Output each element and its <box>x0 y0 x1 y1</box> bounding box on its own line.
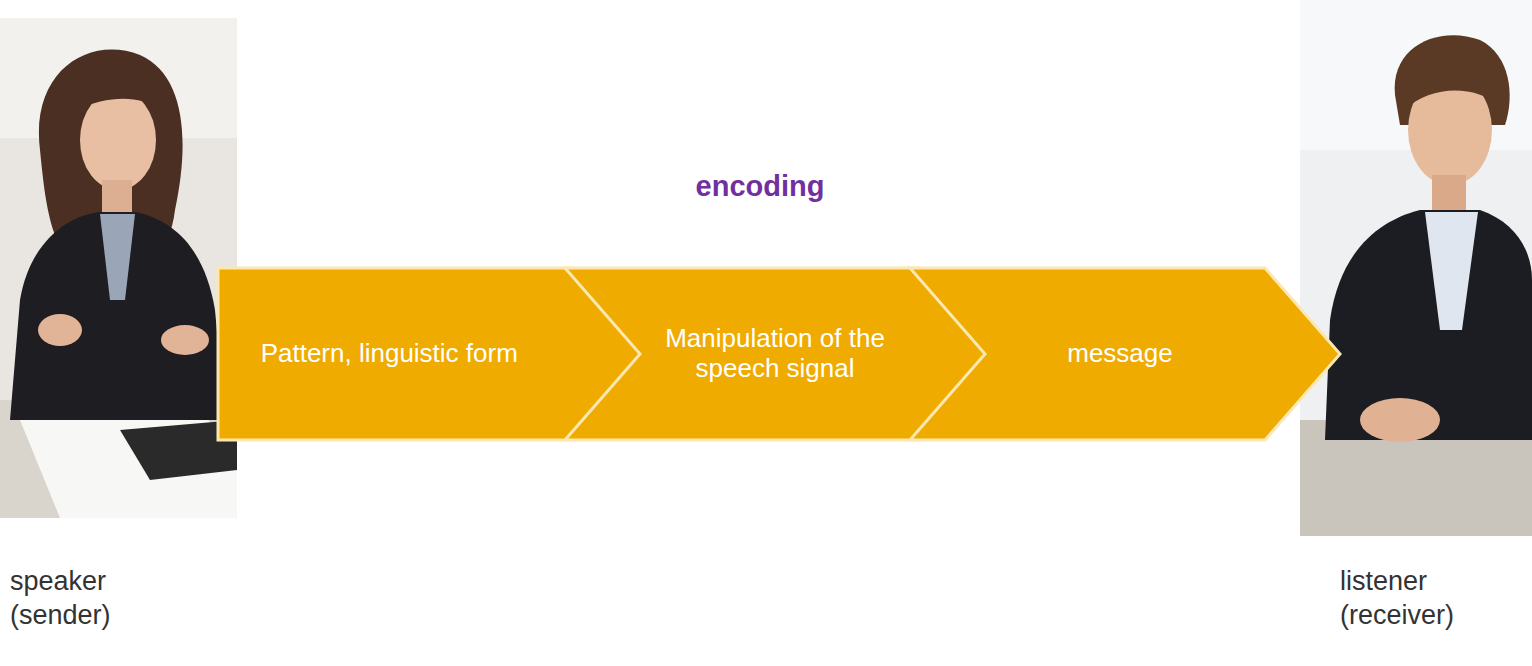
diagram-title: encoding <box>696 170 825 203</box>
chevron-text: message <box>990 339 1250 369</box>
role-label: speaker (sender) <box>10 565 210 633</box>
speaker-photo <box>0 18 237 518</box>
process-chevron: Manipulation of the speech signal <box>565 268 995 440</box>
listener-photo <box>1300 0 1532 536</box>
chevron-text: Pattern, linguistic form <box>259 339 519 369</box>
role-label: listener (receiver) <box>1340 565 1520 633</box>
chevron-text: Manipulation of the speech signal <box>645 324 905 384</box>
process-chevron: message <box>910 268 1340 440</box>
process-chevron: Pattern, linguistic form <box>218 268 648 440</box>
